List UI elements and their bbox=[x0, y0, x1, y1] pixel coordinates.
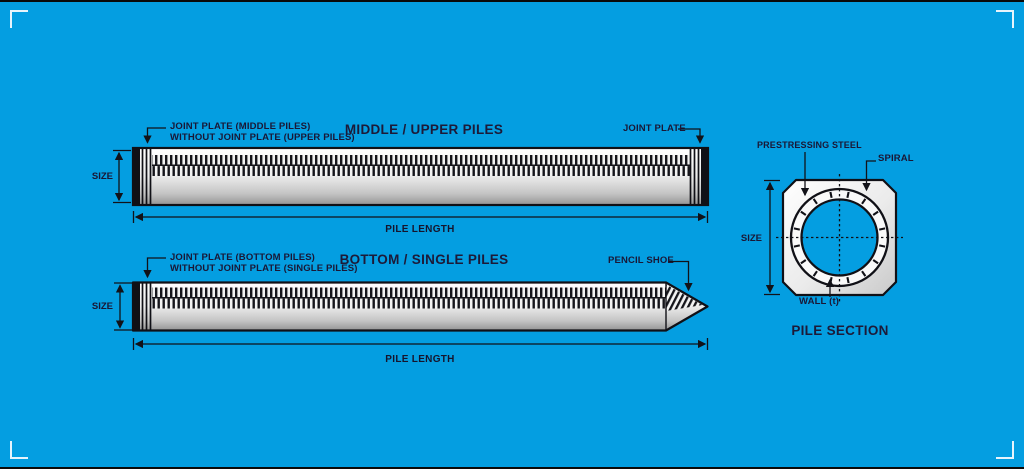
size-dimension bbox=[113, 149, 131, 204]
bottom-pile-left-annotation: JOINT PLATE (BOTTOM PILES) WITHOUT JOINT… bbox=[170, 252, 358, 274]
top-pile-left-annotation: JOINT PLATE (MIDDLE PILES) WITHOUT JOINT… bbox=[170, 121, 355, 143]
top-pile-title: MIDDLE / UPPER PILES bbox=[344, 122, 504, 137]
frame-corner-bottom-right-mark bbox=[996, 441, 1014, 459]
pile-length-dimension bbox=[132, 338, 709, 350]
bottom-pile-length-label: PILE LENGTH bbox=[385, 354, 455, 365]
bottom-pile-size-label: SIZE bbox=[91, 301, 113, 312]
pile-section-title: PILE SECTION bbox=[791, 323, 889, 338]
frame-corner-top-left-mark bbox=[10, 10, 28, 28]
spiral-hatch-band bbox=[152, 155, 690, 176]
spiral-label: SPIRAL bbox=[878, 153, 914, 164]
joint-plate-leader-left bbox=[143, 127, 166, 144]
pile-length-dimension bbox=[132, 211, 709, 223]
section-size-label: SIZE bbox=[740, 233, 762, 244]
wall-thickness-label: WALL (t) bbox=[799, 296, 840, 307]
size-dimension bbox=[114, 282, 132, 331]
frame-corner-bottom-left-mark bbox=[10, 441, 28, 459]
annotation-line: WITHOUT JOINT PLATE (UPPER PILES) bbox=[170, 131, 355, 143]
frame-corner-top-right-mark bbox=[996, 10, 1014, 28]
size-dimension bbox=[764, 179, 780, 296]
annotation-line: JOINT PLATE (BOTTOM PILES) bbox=[170, 252, 315, 263]
prestressing-steel-label: PRESTRESSING STEEL bbox=[757, 140, 862, 150]
top-pile-length-label: PILE LENGTH bbox=[385, 224, 455, 235]
bottom-single-pile-figure bbox=[114, 257, 709, 350]
middle-upper-pile-figure bbox=[113, 127, 710, 223]
joint-plate-leader-left bbox=[143, 257, 166, 279]
pile-outline bbox=[131, 146, 710, 207]
pencil-shoe-leader bbox=[668, 260, 693, 292]
bottom-frame-bar bbox=[0, 467, 1024, 469]
prestressing-steel-ticks bbox=[793, 191, 886, 284]
joint-plate-right bbox=[689, 148, 708, 205]
spiral-hatch-band bbox=[152, 287, 666, 309]
pile-section-figure bbox=[764, 152, 903, 303]
top-frame-bar bbox=[0, 0, 1024, 2]
joint-plate-left bbox=[133, 148, 152, 205]
annotation-line: WITHOUT JOINT PLATE (SINGLE PILES) bbox=[170, 262, 358, 274]
joint-plate-left bbox=[133, 282, 152, 331]
center-axis-crosshair bbox=[776, 174, 903, 303]
pencil-shoe-cone bbox=[665, 283, 703, 330]
top-pile-size-label: SIZE bbox=[91, 171, 113, 182]
pencil-shoe-label: PENCIL SHOE bbox=[608, 255, 674, 266]
joint-plate-leader-right bbox=[678, 128, 705, 144]
bottom-pile-title: BOTTOM / SINGLE PILES bbox=[339, 252, 509, 267]
annotation-line: JOINT PLATE (MIDDLE PILES) bbox=[170, 121, 311, 132]
pile-outline bbox=[131, 281, 709, 332]
joint-plate-label: JOINT PLATE bbox=[623, 123, 686, 134]
spiral-leader bbox=[862, 160, 876, 192]
